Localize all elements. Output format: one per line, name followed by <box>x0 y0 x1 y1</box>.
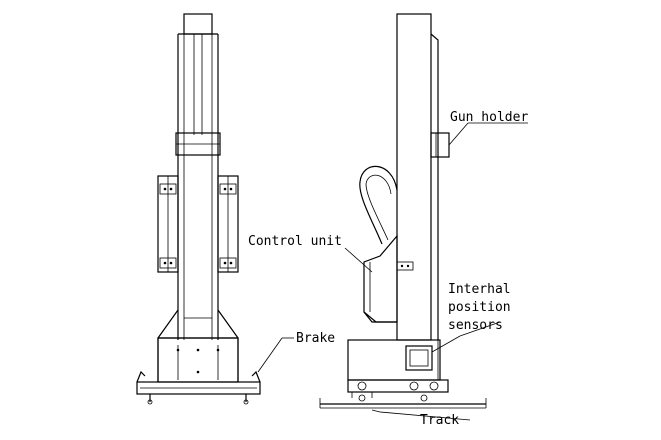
sensor-box <box>405 345 433 371</box>
control-unit-box <box>363 234 398 323</box>
handle-inner <box>365 174 392 241</box>
label-brake: Brake <box>296 331 335 346</box>
front-platform <box>136 381 261 395</box>
column-top-cap <box>183 13 213 35</box>
side-gun-holder <box>430 132 450 158</box>
handle-outer <box>359 165 398 245</box>
label-track: Track <box>420 413 459 428</box>
front-base-box <box>157 337 239 383</box>
front-view-lift <box>136 13 261 405</box>
label-internal-line1: Interhal <box>448 282 511 297</box>
label-control-unit: Control unit <box>248 234 342 249</box>
callout-leaders <box>257 122 528 421</box>
side-carriage <box>347 379 449 393</box>
label-internal-line3: sensors <box>448 318 503 333</box>
label-gun-holder: Gun holder <box>450 110 528 125</box>
side-view-lift <box>319 13 487 409</box>
side-column <box>396 13 432 341</box>
label-internal-line2: position <box>448 300 511 315</box>
